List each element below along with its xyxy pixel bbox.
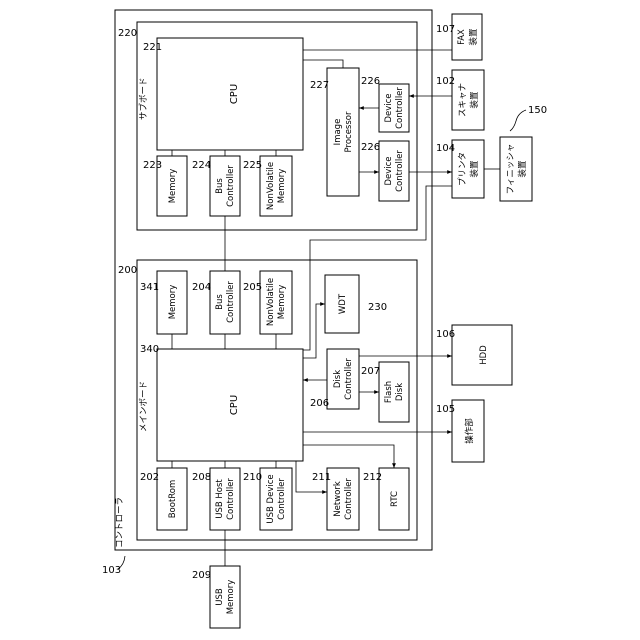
main-bus-controller-ref: 204	[192, 282, 211, 293]
sub-memory-ref: 223	[143, 160, 162, 171]
disk-controller-box	[327, 349, 359, 409]
sub-nonvolatile-memory-ref: 225	[243, 160, 262, 171]
sub-bus-controller-line1: Bus	[215, 178, 225, 194]
sub-nonvolatile-line2: Memory	[277, 169, 287, 204]
network-controller-ref: 211	[312, 472, 331, 483]
usb-host-controller-line1: USB Host	[215, 479, 225, 519]
device-controller-scanner-ref: 226	[361, 76, 380, 87]
sub-cpu-ref: 221	[143, 42, 162, 53]
finisher-ref: 150	[528, 105, 547, 116]
network-controller-box	[327, 468, 359, 530]
fax-line1: FAX	[457, 29, 467, 45]
network-controller-line1: Network	[333, 481, 343, 517]
sub-bus-controller-line2: Controller	[226, 165, 236, 207]
usb-device-controller-ref: 210	[243, 472, 262, 483]
sub-nonvolatile-line1: NonVolatile	[266, 162, 276, 210]
disk-controller-ref: 206	[310, 398, 329, 409]
bootrom-ref: 202	[140, 472, 159, 483]
mainboard-ref: 200	[118, 265, 137, 276]
wdt-label: WDT	[338, 293, 348, 314]
image-processor-ref: 227	[310, 80, 329, 91]
usb-device-controller-line2: Controller	[277, 478, 287, 520]
disk-controller-line1: Disk	[333, 370, 343, 388]
finisher-line2: 装置	[517, 160, 528, 178]
scanner-line1: スキャナ	[458, 83, 468, 117]
image-processor-line2: Processor	[344, 111, 354, 152]
hdd-ref: 106	[436, 329, 455, 340]
usb-memory-line2: Memory	[226, 580, 236, 615]
finisher-leader	[510, 110, 526, 131]
operation-ref: 105	[436, 404, 455, 415]
disk-controller-line2: Controller	[344, 358, 354, 400]
scanner-line2: 装置	[469, 91, 480, 109]
usb-device-controller-box	[260, 468, 292, 530]
subboard-ref: 220	[118, 28, 137, 39]
device-controller-printer-ref: 226	[361, 142, 380, 153]
printer-line1: プリンタ	[458, 152, 468, 186]
usb-device-controller-line1: USB Device	[266, 474, 276, 523]
main-memory-ref: 341	[140, 282, 159, 293]
sub-memory-label: Memory	[168, 169, 178, 204]
controller-ref: 103	[102, 565, 121, 576]
mainboard-label: メインボード	[139, 381, 149, 432]
subboard-label: サブボード	[138, 77, 149, 120]
image-processor-cpu-link	[303, 60, 343, 68]
network-controller-line2: Controller	[344, 478, 354, 520]
sub-bus-controller-ref: 224	[192, 160, 211, 171]
cpu-to-rtc-arrow	[303, 445, 394, 468]
scanner-ref: 102	[436, 76, 455, 87]
operation-label: 操作部	[464, 418, 475, 444]
main-nonvolatile-memory-box	[260, 271, 292, 334]
main-bus-controller-line2: Controller	[226, 281, 236, 323]
sub-cpu-label: CPU	[229, 84, 240, 104]
usb-host-controller-ref: 208	[192, 472, 211, 483]
main-bus-controller-line1: Bus	[215, 294, 225, 310]
usb-host-controller-line2: Controller	[226, 478, 236, 520]
usb-memory-ref: 209	[192, 570, 211, 581]
device-controller-printer-line1: Device	[384, 156, 394, 185]
usb-memory-line1: USB	[215, 588, 225, 606]
sub-nonvolatile-memory-box	[260, 156, 292, 216]
image-processor-box	[327, 68, 359, 196]
hdd-label: HDD	[479, 345, 489, 365]
device-controller-printer-line2: Controller	[395, 150, 405, 192]
image-processor-line1: Image	[333, 119, 343, 146]
flash-disk-ref: 207	[361, 366, 380, 377]
fax-line2: 装置	[468, 28, 479, 46]
fax-ref: 107	[436, 24, 455, 35]
main-nonvolatile-memory-ref: 205	[243, 282, 262, 293]
main-nonvolatile-line1: NonVolatile	[266, 278, 276, 326]
main-cpu-ref: 340	[140, 344, 159, 355]
controller-label: コントローラ	[115, 497, 125, 548]
main-cpu-label: CPU	[229, 395, 240, 415]
printer-line2: 装置	[469, 160, 480, 178]
printer-ref: 104	[436, 143, 455, 154]
wdt-ref: 230	[368, 302, 387, 313]
rtc-label: RTC	[390, 491, 400, 507]
rtc-ref: 212	[363, 472, 382, 483]
flash-disk-line2: Disk	[395, 383, 405, 401]
main-memory-label: Memory	[168, 285, 178, 320]
finisher-line1: フィニッシャ	[506, 144, 516, 195]
device-controller-scanner-line1: Device	[384, 93, 394, 122]
bootrom-label: BootRom	[168, 480, 178, 519]
flash-disk-line1: Flash	[384, 381, 394, 403]
device-controller-scanner-line2: Controller	[395, 87, 405, 129]
main-nonvolatile-line2: Memory	[277, 285, 287, 320]
